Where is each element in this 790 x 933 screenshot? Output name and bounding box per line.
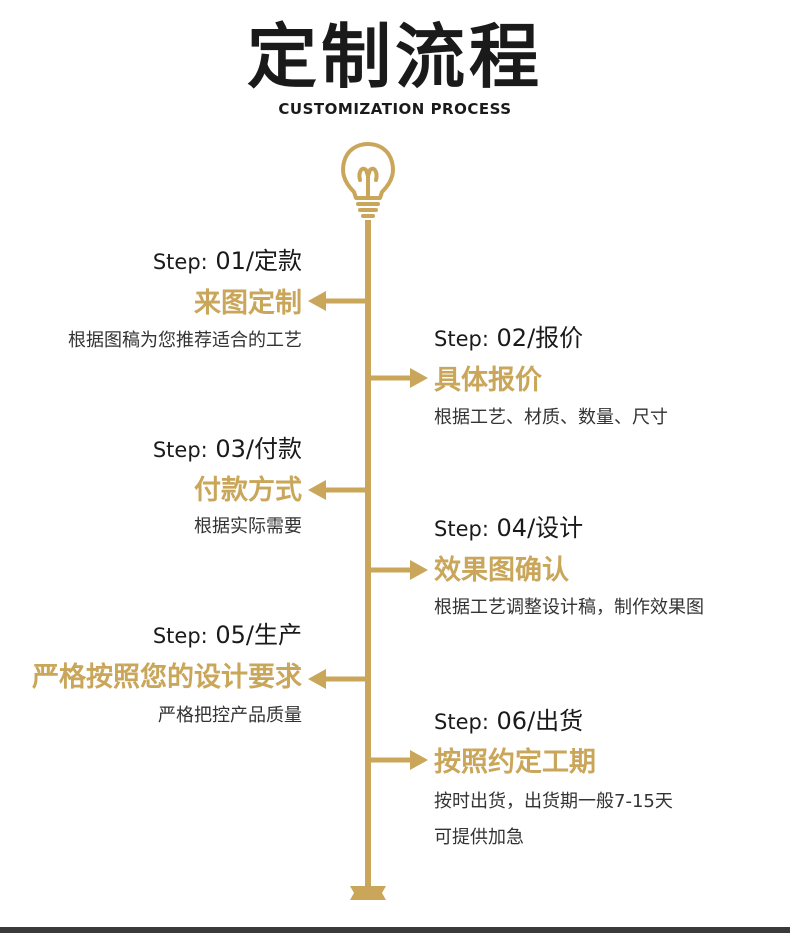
step-3-code: Step: 03/付款 [152,435,302,463]
step-5-code: Step: 05/生产 [152,621,302,649]
arrow-step-3-head [308,480,326,500]
step-6-desc-line-1: 按时出货，出货期一般7-15天 [434,791,673,812]
step-4-desc: 根据工艺调整设计稿，制作效果图 [434,597,704,618]
arrow-step-2-head [410,368,428,388]
step-4-heading: 效果图确认 [434,555,569,586]
step-5-desc: 严格把控产品质量 [158,705,302,726]
step-2-heading: 具体报价 [434,365,542,396]
step-6-code: Step: 06/出货 [434,707,584,735]
step-6-desc-line-2: 可提供加急 [434,827,524,848]
arrow-step-4-head [410,560,428,580]
step-6-heading: 按照约定工期 [434,747,596,778]
step-3-desc: 根据实际需要 [194,516,302,537]
step-5-heading: 严格按照您的设计要求 [32,662,302,693]
footer-bar [0,927,790,933]
step-1-heading: 来图定制 [194,288,302,319]
page-subtitle: CUSTOMIZATION PROCESS [278,100,512,118]
step-2-desc: 根据工艺、材质、数量、尺寸 [434,407,668,428]
step-1-desc: 根据图稿为您推荐适合的工艺 [68,330,302,351]
arrow-step-1-head [308,291,326,311]
timeline-end-cap [350,886,386,900]
step-3-heading: 付款方式 [194,475,302,506]
step-1-code: Step: 01/定款 [152,247,302,275]
page-title: 定制流程 [247,16,543,98]
step-4-code: Step: 04/设计 [434,514,584,542]
arrow-group [308,291,428,770]
light-bulb-icon [341,142,395,218]
step-2-code: Step: 02/报价 [434,324,584,352]
arrow-step-6-head [410,750,428,770]
arrow-step-5-head [308,669,326,689]
